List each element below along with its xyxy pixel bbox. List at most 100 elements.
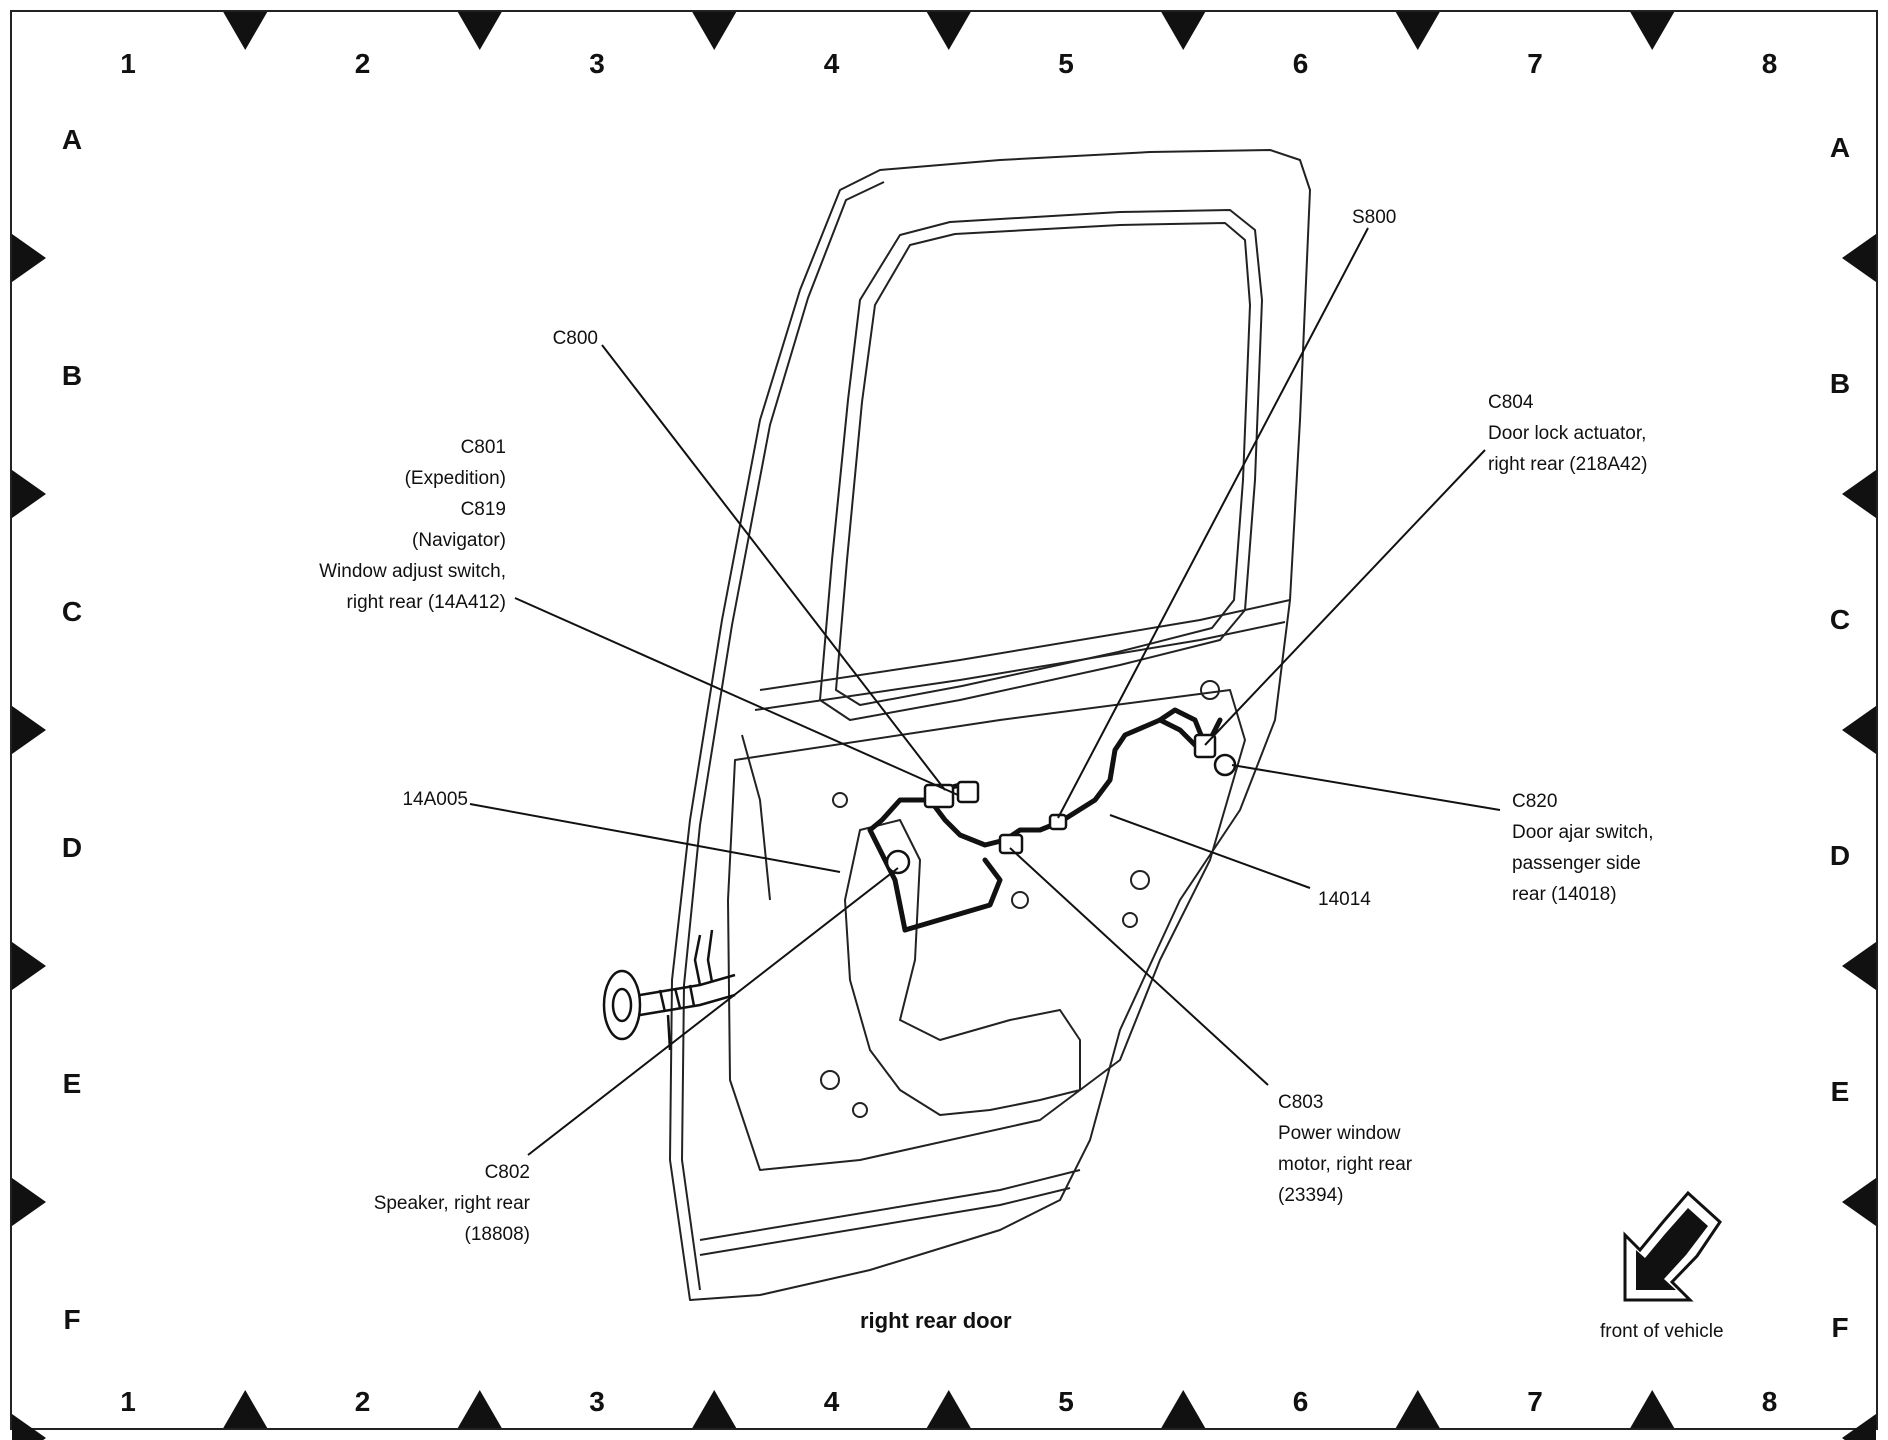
leader-c802 (527, 867, 899, 1156)
leader-s800 (1057, 227, 1369, 819)
callout-14a005: 14A005 (402, 784, 468, 815)
callout-s800: S800 (1352, 202, 1396, 233)
grid-row-label: A (1829, 132, 1851, 163)
grid-edge-marker (223, 12, 268, 50)
callout-c803-line: (23394) (1278, 1185, 1344, 1206)
grid-edge-marker (12, 1414, 46, 1440)
leader-c800 (601, 344, 946, 791)
callout-c801-line: right rear (14A412) (346, 592, 506, 613)
callout-c804-line: C804 (1488, 392, 1534, 413)
grid-edge-marker (1630, 12, 1675, 50)
grid-edge-marker (926, 1390, 971, 1428)
grid-row-label: D (61, 832, 83, 863)
callout-14014-line: 14014 (1318, 889, 1371, 910)
front-of-vehicle-arrow-icon (1623, 1190, 1722, 1302)
leader-14014 (1109, 814, 1311, 889)
grid-row-label: F (1831, 1312, 1849, 1343)
callout-c801-line: (Navigator) (412, 530, 506, 551)
callout-c802-line: Speaker, right rear (373, 1193, 530, 1214)
callout-c804-line: right rear (218A42) (1488, 454, 1648, 475)
grid-edge-marker (692, 1390, 737, 1428)
grid-edge-marker (926, 12, 971, 50)
grid-column-label: 4 (823, 1386, 840, 1417)
grid-edge-marker (12, 942, 46, 990)
grid-row-label: E (1830, 1076, 1850, 1107)
grid-edge-marker (1842, 942, 1876, 990)
grid-edge-marker (1842, 1178, 1876, 1226)
grid-column-label: 6 (1292, 1386, 1309, 1417)
connector-c801 (956, 780, 980, 804)
grid-column-label: 4 (823, 48, 840, 79)
leader-c803 (1009, 847, 1269, 1086)
wiring-harness (867, 707, 1223, 933)
grid-edge-marker (1161, 12, 1206, 50)
grid-column-label: 3 (589, 1386, 605, 1417)
grid-edge-marker (12, 1178, 46, 1226)
splice-s800 (1048, 813, 1068, 831)
callout-c801-line: C819 (460, 499, 506, 520)
callout-c803-line: Power window (1278, 1123, 1401, 1144)
connector-c802 (885, 849, 911, 875)
connector-c800 (923, 783, 955, 809)
callout-c820-line: rear (14018) (1512, 884, 1617, 905)
callout-c820-line: C820 (1512, 791, 1558, 812)
grid-edge-marker (692, 12, 737, 50)
door-latch-assembly (602, 929, 736, 1051)
grid-row-label: C (1829, 604, 1851, 635)
callout-14a005-line: 14A005 (402, 789, 468, 810)
leader-14a005 (469, 803, 841, 873)
grid-edge-marker (12, 234, 46, 282)
callout-14014: 14014 (1318, 884, 1371, 915)
door-illustration (669, 149, 1311, 1301)
leader-c804 (1204, 449, 1486, 746)
grid-column-label: 8 (1761, 1386, 1778, 1417)
callout-c801-c819: C801 (Expedition) C819 (Navigator) Windo… (319, 432, 506, 618)
grid-edge-marker (1395, 12, 1440, 50)
callout-c804: C804 Door lock actuator, right rear (218… (1488, 387, 1647, 480)
callout-c800-line: C800 (552, 328, 598, 349)
grid-row-label: C (61, 596, 83, 627)
diagram-frame (10, 10, 1878, 1430)
grid-edge-marker (1630, 1390, 1675, 1428)
callout-c803: C803 Power window motor, right rear (233… (1278, 1087, 1412, 1211)
grid-column-label: 3 (589, 48, 605, 79)
callout-c802: C802 Speaker, right rear (18808) (374, 1157, 530, 1250)
grid-row-label: E (62, 1068, 82, 1099)
grid-edge-marker (457, 12, 502, 50)
grid-column-label: 7 (1527, 48, 1543, 79)
callout-c801-line: C801 (460, 437, 506, 458)
callout-c803-line: C803 (1278, 1092, 1324, 1113)
grid-row-label: B (1829, 368, 1851, 399)
leader-lines (469, 227, 1501, 1156)
leader-c820 (1231, 764, 1501, 811)
grid-edge-marker (1842, 234, 1876, 282)
grid-edge-marker (1395, 1390, 1440, 1428)
grid-edge-marker (1842, 470, 1876, 518)
grid-column-label: 5 (1058, 1386, 1074, 1417)
diagram-caption: right rear door (860, 1308, 1012, 1333)
grid-column-label: 1 (120, 1386, 136, 1417)
callout-c803-line: motor, right rear (1278, 1154, 1413, 1175)
grid-row-label: A (61, 124, 83, 155)
callout-c820-line: passenger side (1512, 853, 1641, 874)
front-of-vehicle-label: front of vehicle (1600, 1321, 1724, 1342)
callout-c802-line: C802 (484, 1162, 530, 1183)
grid-column-label: 1 (120, 48, 136, 79)
grid-column-label: 6 (1292, 48, 1309, 79)
callout-c801-line: (Expedition) (404, 468, 506, 489)
grid-row-label: B (61, 360, 83, 391)
grid-row-label: D (1829, 840, 1851, 871)
grid-edge-marker (1161, 1390, 1206, 1428)
callout-c800: C800 (553, 323, 598, 354)
grid-column-label: 5 (1058, 48, 1074, 79)
callout-c804-line: Door lock actuator, (1488, 423, 1647, 444)
grid-edge-marker (12, 706, 46, 754)
connectors (885, 733, 1237, 875)
grid-column-label: 2 (354, 1386, 371, 1417)
callout-c801-line: Window adjust switch, (319, 561, 506, 582)
callout-s800-line: S800 (1352, 207, 1397, 228)
grid-edge-marker (457, 1390, 502, 1428)
grid-edge-marker (1842, 706, 1876, 754)
leader-c801 (514, 597, 959, 796)
